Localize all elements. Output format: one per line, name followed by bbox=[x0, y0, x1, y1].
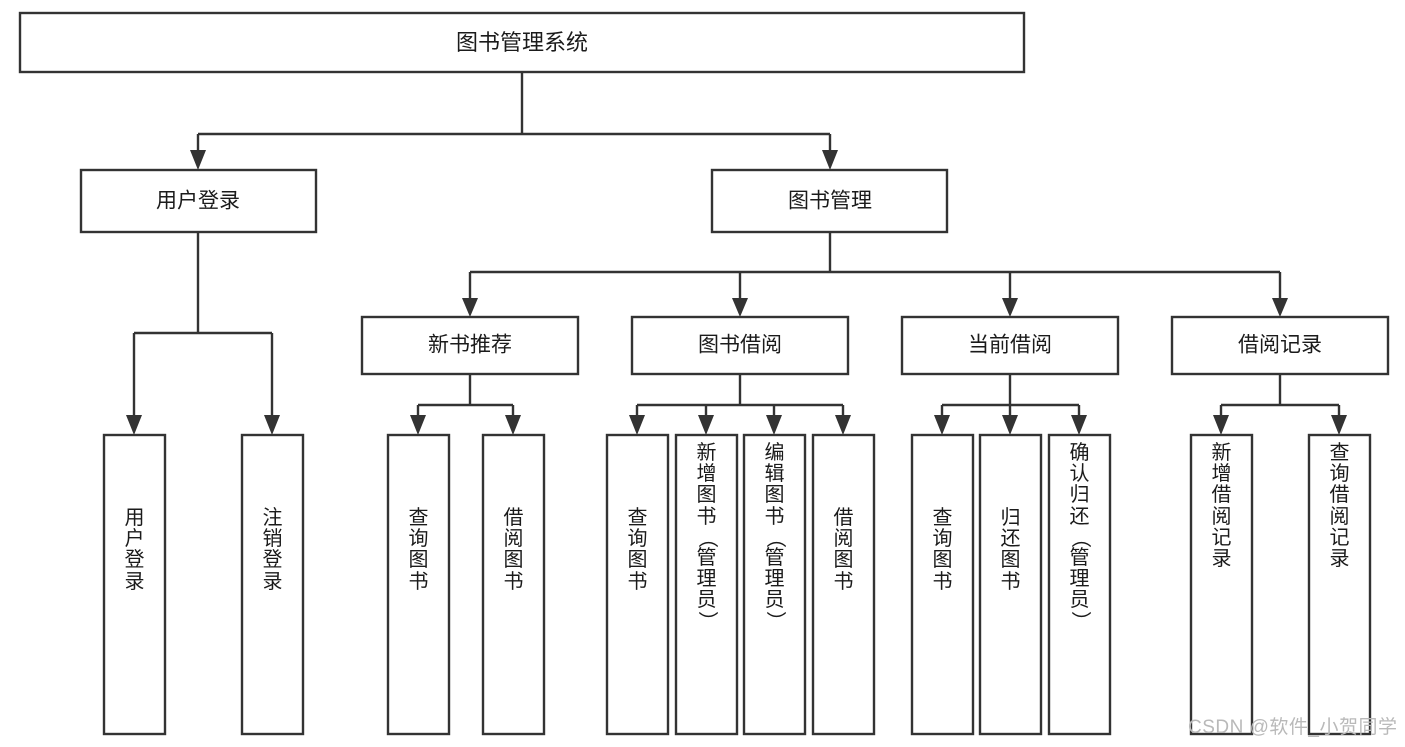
arrowhead-user-login bbox=[190, 150, 206, 170]
arrowhead-leaf-query-record bbox=[1331, 415, 1347, 435]
arrowhead-leaf-edit-book bbox=[766, 415, 782, 435]
node-current-borrow-box[interactable] bbox=[900, 315, 1120, 376]
leaf-user-login-box[interactable] bbox=[102, 433, 167, 736]
node-book-borrow-label: 图书借阅 bbox=[698, 334, 782, 357]
node-new-book-rec-box[interactable] bbox=[360, 315, 580, 376]
arrowhead-leaf-query-book-2 bbox=[629, 415, 645, 435]
node-user-login-label: 用户登录 bbox=[156, 190, 240, 213]
arrowhead-leaf-user-login bbox=[126, 415, 142, 435]
node-book-manage-label: 图书管理 bbox=[788, 190, 872, 213]
node-book-borrow-box[interactable] bbox=[630, 315, 850, 376]
arrowhead-new-book-rec bbox=[462, 298, 478, 317]
arrowhead-leaf-confirm-return bbox=[1071, 415, 1087, 435]
node-borrow-record-box[interactable] bbox=[1170, 315, 1390, 376]
leaf-user-logout-box[interactable] bbox=[240, 433, 305, 736]
node-book-manage-box[interactable] bbox=[710, 168, 949, 234]
arrowhead-leaf-query-book-1 bbox=[410, 415, 426, 435]
arrowhead-current-borrow bbox=[1002, 298, 1018, 317]
leaf-add-book-box[interactable] bbox=[674, 433, 739, 736]
node-layer: 图书管理系统 用户登录 图书管理 新书推荐 图书借阅 当前借阅 借阅记录 bbox=[18, 11, 1390, 736]
arrowhead-borrow-record bbox=[1272, 298, 1288, 317]
node-user-login-box[interactable] bbox=[79, 168, 318, 234]
leaf-borrow-book-1-box[interactable] bbox=[481, 433, 546, 736]
leaf-query-book-3-box[interactable] bbox=[910, 433, 975, 736]
leaf-return-book-box[interactable] bbox=[978, 433, 1043, 736]
leaf-confirm-return-box[interactable] bbox=[1047, 433, 1112, 736]
node-root-box[interactable] bbox=[18, 11, 1026, 74]
arrowhead-leaf-add-record bbox=[1213, 415, 1229, 435]
arrowhead-book-borrow bbox=[732, 298, 748, 317]
arrowhead-leaf-query-book-3 bbox=[934, 415, 950, 435]
leaf-add-record-box[interactable] bbox=[1189, 433, 1254, 736]
node-new-book-rec-label: 新书推荐 bbox=[428, 334, 512, 357]
arrowhead-book-manage bbox=[822, 150, 838, 170]
node-root-label: 图书管理系统 bbox=[456, 30, 588, 55]
arrowhead-leaf-borrow-book-1 bbox=[505, 415, 521, 435]
leaf-query-book-2-box[interactable] bbox=[605, 433, 670, 736]
leaf-borrow-book-2-box[interactable] bbox=[811, 433, 876, 736]
csdn-watermark: CSDN @软件_小贺同学 bbox=[1188, 717, 1398, 738]
leaf-edit-book-box[interactable] bbox=[742, 433, 807, 736]
arrowhead-leaf-borrow-book-2 bbox=[835, 415, 851, 435]
leaf-query-book-1-box[interactable] bbox=[386, 433, 451, 736]
arrowhead-leaf-user-logout bbox=[264, 415, 280, 435]
arrowhead-leaf-return-book bbox=[1002, 415, 1018, 435]
node-current-borrow-label: 当前借阅 bbox=[968, 334, 1052, 357]
node-borrow-record-label: 借阅记录 bbox=[1238, 334, 1322, 357]
arrowhead-leaf-add-book bbox=[698, 415, 714, 435]
leaf-query-record-box[interactable] bbox=[1307, 433, 1372, 736]
connector-layer bbox=[126, 72, 1347, 435]
